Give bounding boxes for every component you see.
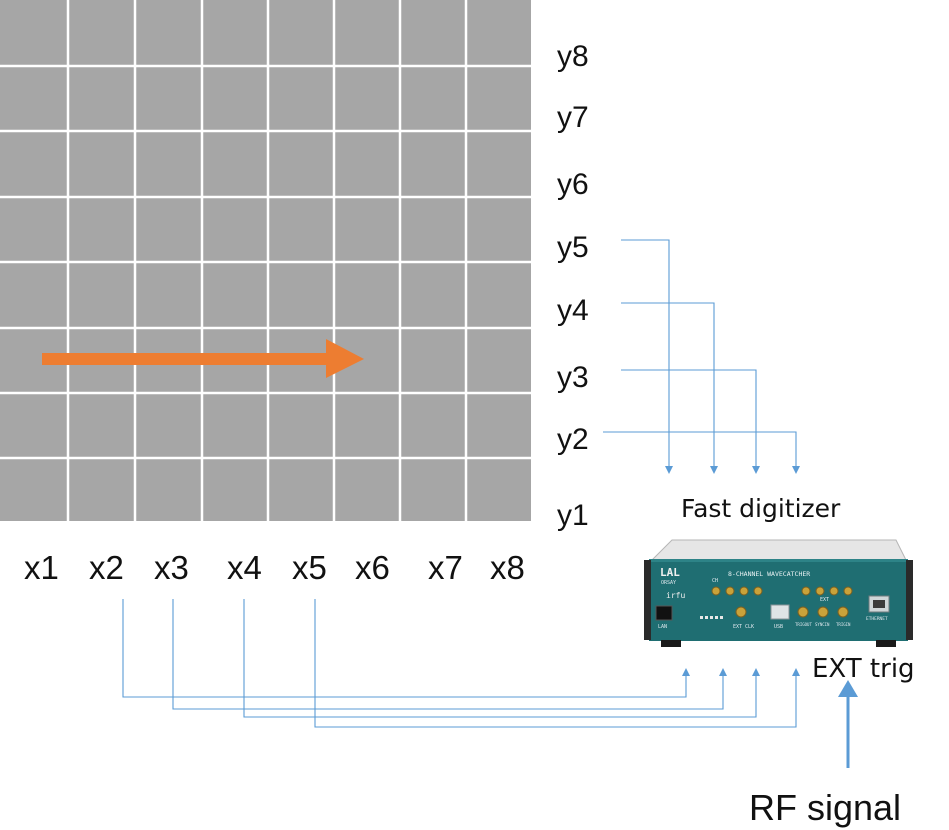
beam-arrow <box>42 339 364 378</box>
rf-signal-arrow <box>838 680 858 768</box>
y-label-2: y2 <box>557 423 589 456</box>
wire-y4 <box>621 302 718 474</box>
logo-irfu: irfu <box>666 591 685 600</box>
y-label-4: y4 <box>557 294 589 327</box>
lan-port <box>655 605 673 621</box>
ext-clk-connector <box>735 606 747 618</box>
wire-y2 <box>603 431 800 474</box>
logo-lal: LAL <box>660 566 680 579</box>
x-label-3: x3 <box>154 549 189 586</box>
wire-x5 <box>314 599 800 728</box>
panel-title: 8-CHANNEL WAVECATCHER <box>728 570 810 578</box>
ext-trig-label: EXT trig <box>812 654 915 684</box>
label-ext-clk: EXT CLK <box>733 624 754 630</box>
usb-port <box>770 604 790 620</box>
wire-x2 <box>122 599 690 698</box>
y-wires <box>603 239 800 474</box>
y-label-1: y1 <box>557 499 589 532</box>
x-labels: x1 x2 x3 x4 x5 x6 x7 x8 <box>24 549 525 586</box>
y-label-5: y5 <box>557 231 589 264</box>
rf-signal-label: RF signal <box>749 787 901 828</box>
sync-in-connector <box>817 606 829 618</box>
y-label-8: y8 <box>557 40 589 73</box>
digitizer-front-panel <box>649 559 908 641</box>
label-usb: USB <box>774 624 783 630</box>
x-label-6: x6 <box>355 549 390 586</box>
detector-grid <box>0 0 531 521</box>
x-label-5: x5 <box>292 549 327 586</box>
digitizer-top-cover <box>650 539 907 561</box>
x-label-2: x2 <box>89 549 124 586</box>
status-leds <box>700 616 723 619</box>
detector-background <box>0 0 531 521</box>
trig-in-connector <box>837 606 849 618</box>
x-label-4: x4 <box>227 549 262 586</box>
label-ethernet: ETHERNET <box>866 616 888 622</box>
wire-x3 <box>172 599 727 710</box>
label-trig-in: TRIGIN <box>836 622 851 627</box>
wire-x4 <box>243 599 760 718</box>
label-ext: EXT <box>820 597 829 603</box>
digitizer-device: LAL ORSAY irfu 8-CHANNEL WAVECATCHER CH … <box>644 539 913 647</box>
wire-y3 <box>621 369 760 474</box>
channel-connectors: CH EXT <box>711 578 853 603</box>
trig-out-connector <box>797 606 809 618</box>
wire-y5 <box>621 239 673 474</box>
y-label-7: y7 <box>557 101 589 134</box>
x-label-7: x7 <box>428 549 463 586</box>
digitizer-label: Fast digitizer <box>681 494 841 523</box>
y-labels: y8 y7 y6 y5 y4 y3 y2 y1 <box>557 40 589 532</box>
label-ch: CH <box>712 578 718 584</box>
label-trig-out: TRIGOUT <box>795 622 812 627</box>
x-wires <box>122 599 800 728</box>
label-sync-in: SYNCIN <box>815 622 830 627</box>
x-label-1: x1 <box>24 549 59 586</box>
y-label-6: y6 <box>557 168 589 201</box>
grid-lines <box>0 0 531 521</box>
label-lan: LAN <box>658 624 667 630</box>
y-label-3: y3 <box>557 361 589 394</box>
logo-orsay: ORSAY <box>661 580 676 586</box>
x-label-8: x8 <box>490 549 525 586</box>
